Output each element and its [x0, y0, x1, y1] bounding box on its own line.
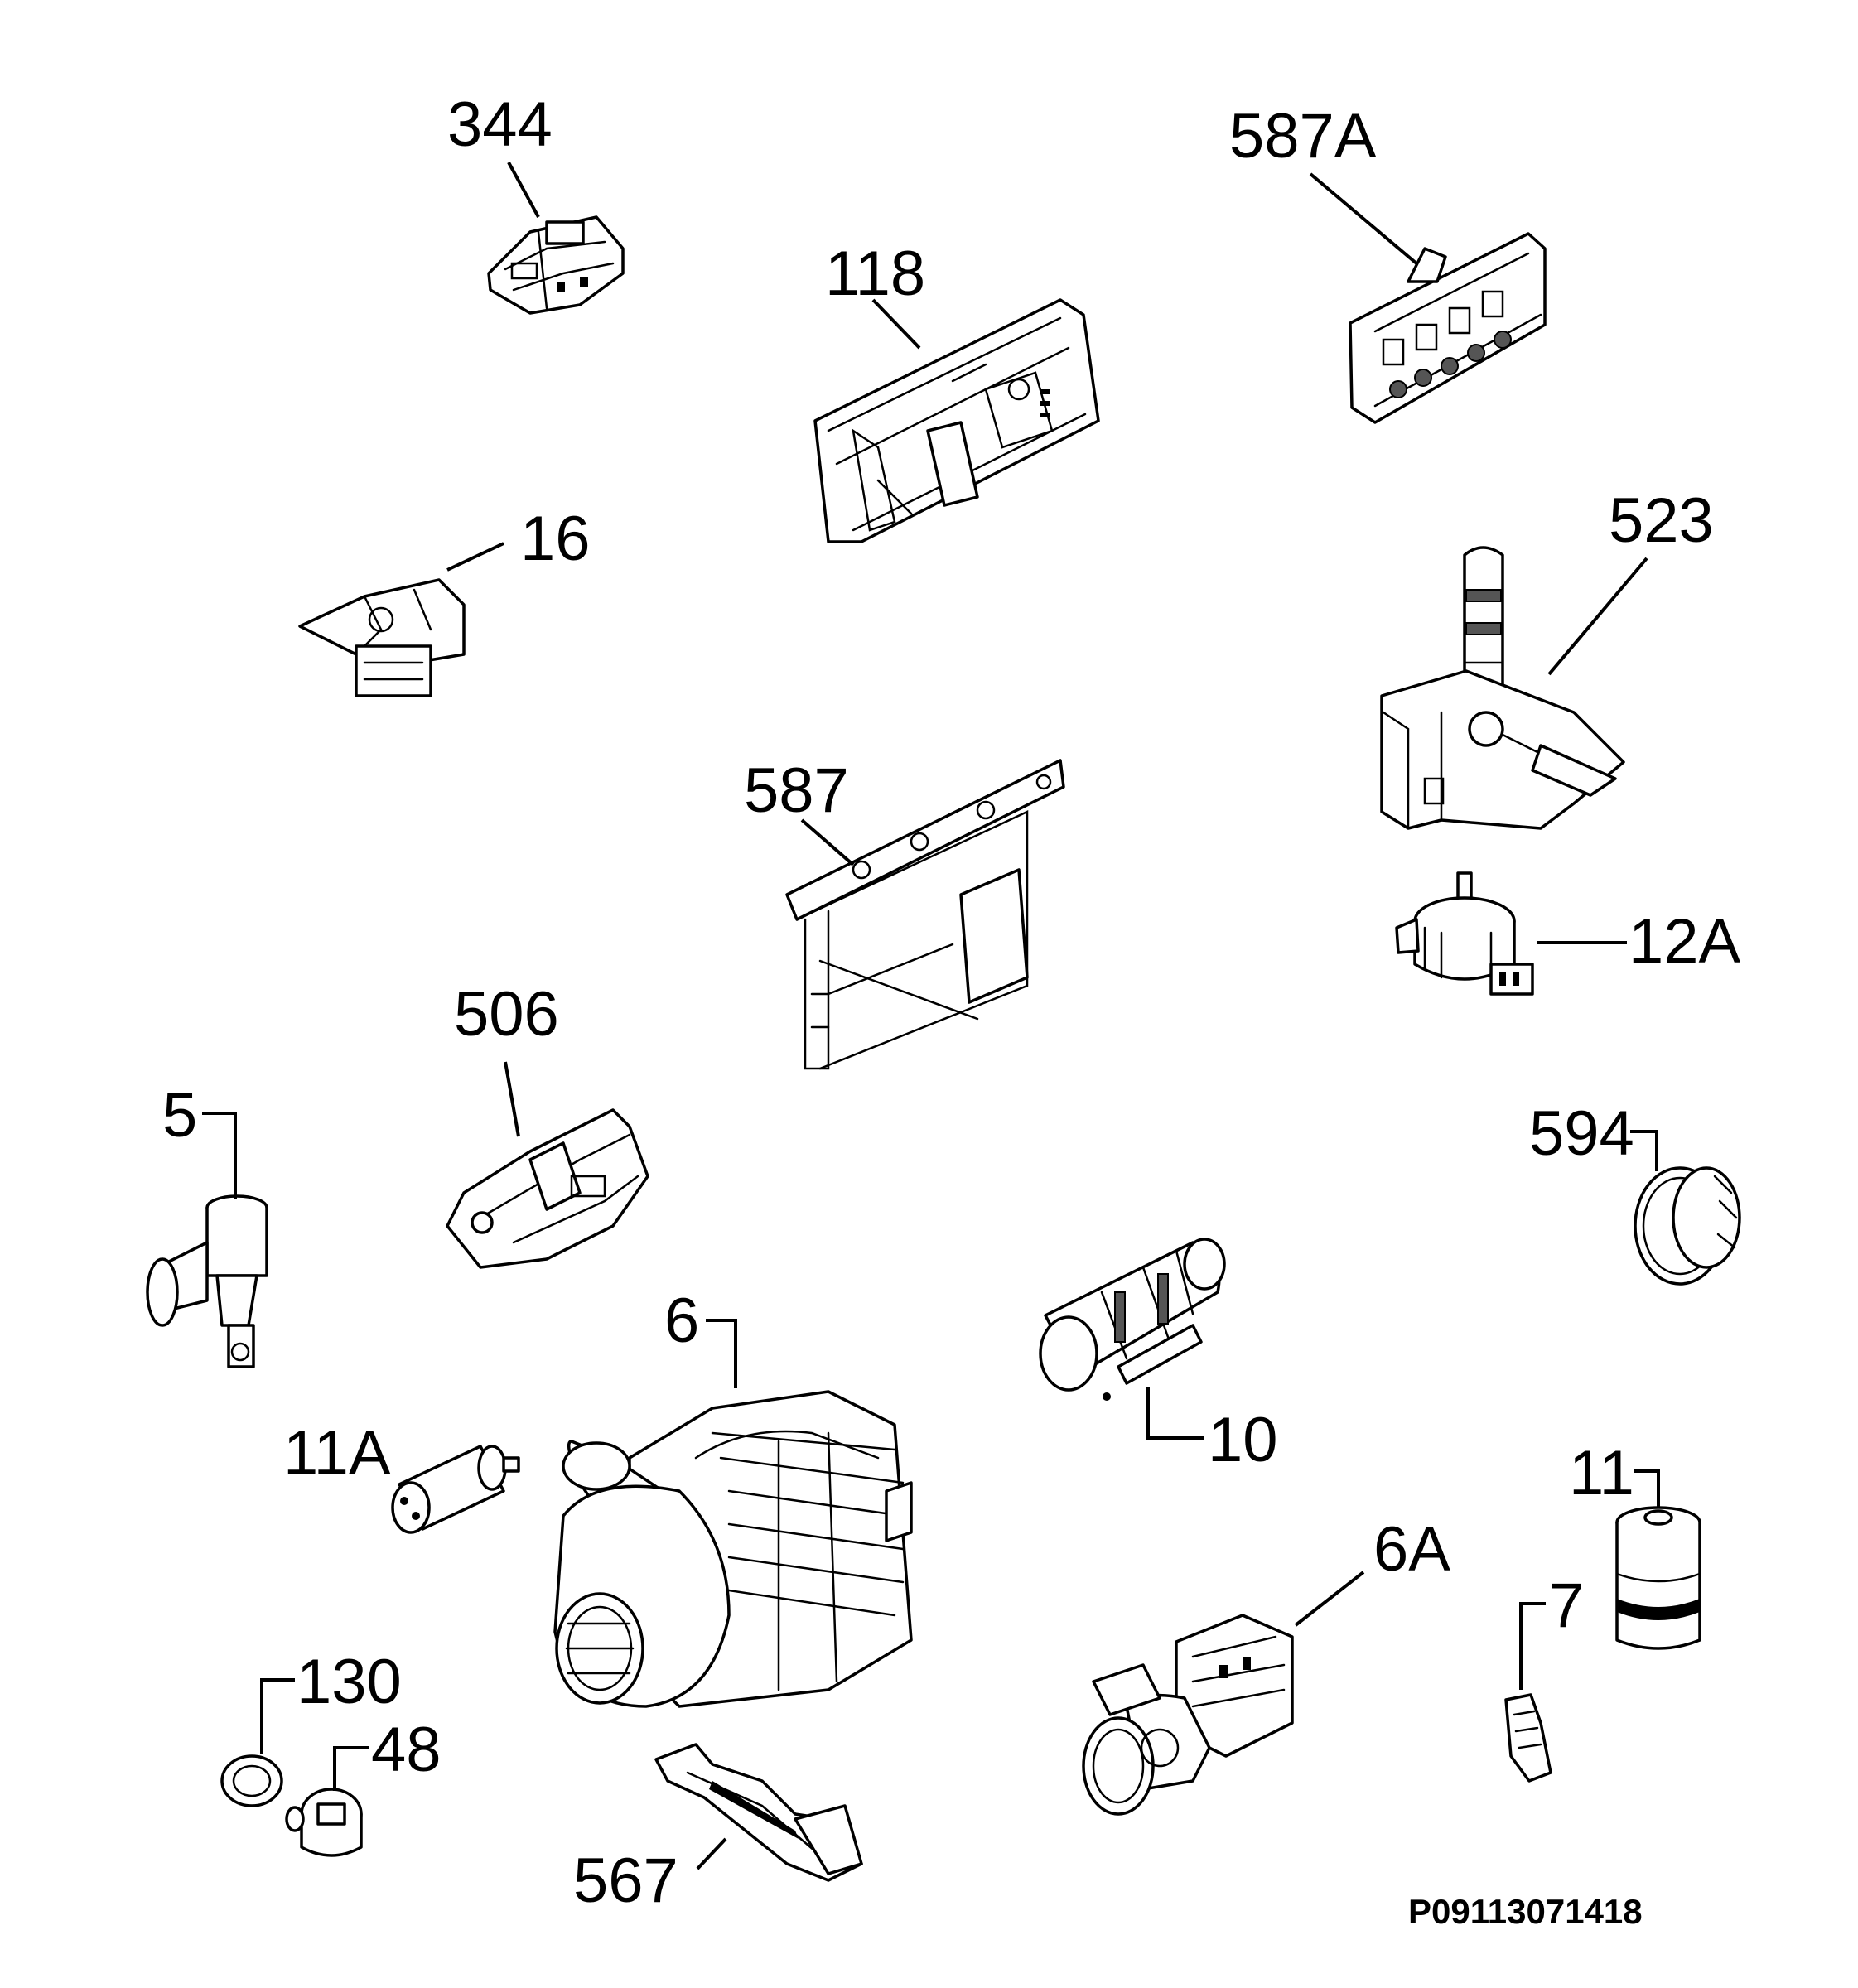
part-567-holder[interactable]	[654, 1743, 863, 1882]
label-11a: 11A	[283, 1418, 391, 1489]
part-12a-pressure-switch[interactable]	[1395, 871, 1534, 996]
label-523: 523	[1609, 485, 1714, 556]
label-587: 587	[744, 755, 849, 826]
part-130-gasket[interactable]	[220, 1754, 283, 1807]
label-16: 16	[520, 504, 591, 574]
leader-7	[1519, 1602, 1546, 1690]
part-48-plug[interactable]	[285, 1788, 363, 1857]
label-6a: 6A	[1373, 1514, 1450, 1585]
label-506: 506	[454, 979, 559, 1049]
leader-567	[696, 1837, 727, 1870]
part-11a-capacitor[interactable]	[391, 1445, 520, 1534]
label-344: 344	[447, 89, 553, 160]
part-594-cap[interactable]	[1634, 1166, 1741, 1286]
label-7: 7	[1549, 1571, 1584, 1641]
leader-344	[507, 162, 540, 218]
leader-11	[1634, 1469, 1660, 1508]
part-506-dispenser[interactable]	[446, 1108, 649, 1269]
label-587a: 587A	[1229, 101, 1377, 171]
label-48: 48	[371, 1715, 442, 1785]
leader-587a	[1309, 172, 1418, 265]
label-11: 11	[1569, 1438, 1634, 1508]
part-5-inlet-valve[interactable]	[146, 1194, 268, 1368]
leader-5	[202, 1112, 237, 1199]
leader-16	[446, 542, 504, 572]
leader-594	[1630, 1130, 1658, 1171]
part-587-frame-bracket[interactable]	[785, 759, 1065, 1070]
label-5: 5	[162, 1080, 197, 1151]
part-6-circulation-pump[interactable]	[553, 1390, 913, 1708]
label-130: 130	[297, 1647, 402, 1717]
part-118-control-module[interactable]	[813, 298, 1100, 543]
label-118: 118	[825, 239, 925, 309]
drawing-code: P09113071418	[1408, 1892, 1643, 1931]
leader-10	[1146, 1387, 1204, 1440]
leader-587	[800, 818, 855, 866]
label-6: 6	[664, 1286, 699, 1356]
label-10: 10	[1208, 1405, 1278, 1475]
leader-6a	[1294, 1571, 1365, 1627]
part-16-door-switch[interactable]	[298, 578, 466, 697]
part-7-clip[interactable]	[1504, 1693, 1552, 1783]
part-344-connector[interactable]	[487, 215, 625, 315]
part-11-capacitor[interactable]	[1615, 1506, 1701, 1650]
label-12a: 12A	[1629, 906, 1741, 977]
leader-130	[260, 1678, 295, 1754]
leader-48	[333, 1746, 369, 1791]
part-587a-display-board[interactable]	[1349, 232, 1547, 424]
label-594: 594	[1529, 1098, 1634, 1169]
leader-523	[1547, 557, 1648, 676]
leader-506	[504, 1061, 520, 1137]
leader-118	[871, 298, 921, 350]
part-6a-drain-pump[interactable]	[1082, 1614, 1294, 1816]
leader-6	[706, 1319, 737, 1388]
label-567: 567	[573, 1846, 678, 1916]
part-523-inlet-assembly[interactable]	[1380, 546, 1625, 830]
part-10-heater[interactable]	[1039, 1238, 1226, 1401]
